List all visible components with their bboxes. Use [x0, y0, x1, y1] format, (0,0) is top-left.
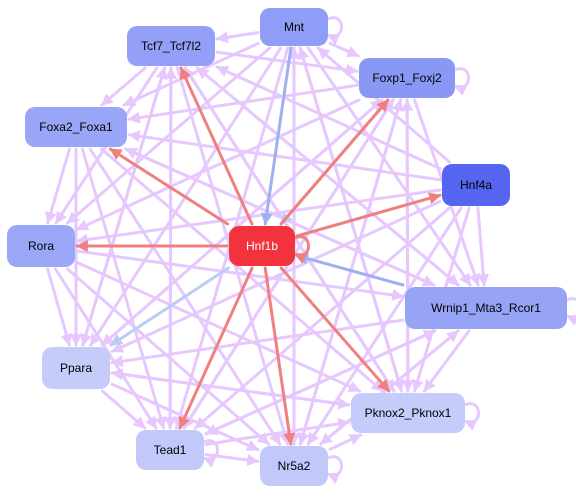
node-label-foxa2: Foxa2_Foxa1	[39, 120, 113, 134]
node-label-mnt: Mnt	[284, 20, 305, 34]
node-label-foxp1: Foxp1_Foxj2	[372, 71, 442, 85]
edge-hnf1b-to-tcf7	[179, 66, 254, 226]
node-tcf7[interactable]: Tcf7_Tcf7l2	[127, 26, 215, 66]
edge-tead1-to-nr5a2	[204, 453, 260, 466]
node-box-tead1[interactable]	[136, 430, 204, 470]
edge-pknox2-to-foxp1	[401, 98, 414, 393]
node-pknox2[interactable]: Pknox2_Pknox1	[351, 393, 465, 433]
edge-wrnip1-to-hnf1b	[295, 252, 405, 287]
node-box-tcf7[interactable]	[127, 26, 215, 66]
node-label-ppara: Ppara	[60, 361, 92, 375]
node-box-wrnip1[interactable]	[405, 287, 567, 329]
edge-hnf4a-to-ppara	[110, 200, 442, 353]
node-box-hnf1b[interactable]	[229, 226, 295, 266]
self-loop-edge-pknox2	[463, 402, 480, 431]
edge-hnf1b-to-foxa2	[108, 147, 230, 226]
node-rora[interactable]: Rora	[7, 225, 75, 267]
self-loop-edge-tead1	[202, 439, 219, 468]
node-box-mnt[interactable]	[260, 8, 328, 46]
edge-hnf4a-to-rora	[75, 188, 442, 246]
edge-wrnip1-to-ppara	[110, 318, 405, 368]
edge-hnf4a-to-nr5a2	[306, 206, 463, 446]
edge-tead1-to-wrnip1	[204, 329, 437, 436]
edge-hnf1b-to-hnf4a	[295, 192, 442, 238]
edge-ppara-to-tcf7	[81, 66, 168, 347]
edge-hnf4a-to-wrnip1	[476, 206, 490, 287]
node-foxa2[interactable]: Foxa2_Foxa1	[25, 107, 127, 147]
node-mnt[interactable]: Mnt	[260, 8, 328, 46]
node-label-hnf4a: Hnf4a	[460, 178, 492, 192]
edge-tead1-to-tcf7	[164, 66, 177, 430]
self-loop-edge-mnt	[326, 16, 343, 45]
edge-foxp1-to-foxa2	[127, 83, 359, 124]
node-label-nr5a2: Nr5a2	[278, 459, 311, 473]
regulatory-edges-hub	[75, 46, 442, 446]
edge-foxa2-to-pknox2	[100, 147, 384, 393]
edge-rora-to-wrnip1	[75, 249, 405, 301]
node-hnf1b[interactable]: Hnf1b	[229, 226, 295, 266]
gene-nodes: MntTcf7_Tcf7l2Foxp1_Foxj2Foxa2_Foxa1Hnf4…	[7, 8, 567, 486]
node-box-ppara[interactable]	[42, 347, 110, 389]
node-label-pknox2: Pknox2_Pknox1	[365, 406, 452, 420]
edge-hnf1b-to-nr5a2	[263, 266, 296, 446]
node-foxp1[interactable]: Foxp1_Foxj2	[359, 58, 455, 98]
edge-pknox2-to-ppara	[110, 368, 351, 407]
edge-wrnip1-to-tcf7	[196, 66, 460, 287]
edge-rora-to-tead1	[54, 267, 158, 430]
self-loop-edge-hnf1b	[293, 235, 310, 264]
node-box-nr5a2[interactable]	[260, 446, 328, 486]
edge-mnt-to-foxp1	[328, 41, 360, 58]
edge-ppara-to-tead1	[100, 389, 147, 430]
edge-mnt-to-tcf7	[215, 31, 260, 44]
edge-hnf1b-to-ppara	[109, 266, 230, 347]
edge-tcf7-to-foxa2	[100, 66, 147, 107]
node-box-hnf4a[interactable]	[442, 164, 510, 206]
node-label-tcf7: Tcf7_Tcf7l2	[141, 39, 201, 53]
node-label-hnf1b: Hnf1b	[246, 239, 278, 253]
edge-hnf1b-to-foxp1	[279, 98, 390, 226]
node-label-wrnip1: Wrnip1_Mta3_Rcor1	[431, 301, 541, 315]
node-wrnip1[interactable]: Wrnip1_Mta3_Rcor1	[405, 287, 567, 329]
edge-nr5a2-to-pknox2	[328, 433, 363, 451]
edge-rora-to-nr5a2	[66, 267, 271, 446]
edge-tcf7-to-foxp1	[215, 50, 359, 76]
node-nr5a2[interactable]: Nr5a2	[260, 446, 328, 486]
edge-rora-to-ppara	[46, 267, 73, 347]
edge-hnf1b-to-pknox2	[279, 266, 391, 393]
node-box-foxa2[interactable]	[25, 107, 127, 147]
node-label-rora: Rora	[28, 239, 54, 253]
self-loop-edge-foxp1	[453, 67, 470, 96]
self-loop-edge-wrnip1	[565, 297, 576, 326]
edge-mnt-to-hnf1b	[260, 46, 293, 226]
edge-wrnip1-to-pknox2	[422, 329, 471, 393]
node-hnf4a[interactable]: Hnf4a	[442, 164, 510, 206]
node-box-rora[interactable]	[7, 225, 75, 267]
edge-rora-to-pknox2	[75, 260, 362, 393]
node-box-pknox2[interactable]	[351, 393, 465, 433]
edge-foxa2-to-tead1	[80, 147, 167, 430]
self-loop-edge-nr5a2	[326, 455, 343, 484]
edge-ppara-to-foxp1	[100, 98, 384, 347]
edge-hnf4a-to-foxa2	[127, 130, 442, 182]
node-ppara[interactable]: Ppara	[42, 347, 110, 389]
edge-hnf4a-to-tcf7	[215, 65, 442, 171]
node-box-foxp1[interactable]	[359, 58, 455, 98]
edge-hnf1b-to-tead1	[178, 266, 254, 430]
edge-tead1-to-pknox2	[204, 417, 351, 446]
edge-foxa2-to-rora	[45, 147, 71, 225]
node-label-tead1: Tead1	[154, 443, 187, 457]
node-tead1[interactable]: Tead1	[136, 430, 204, 470]
